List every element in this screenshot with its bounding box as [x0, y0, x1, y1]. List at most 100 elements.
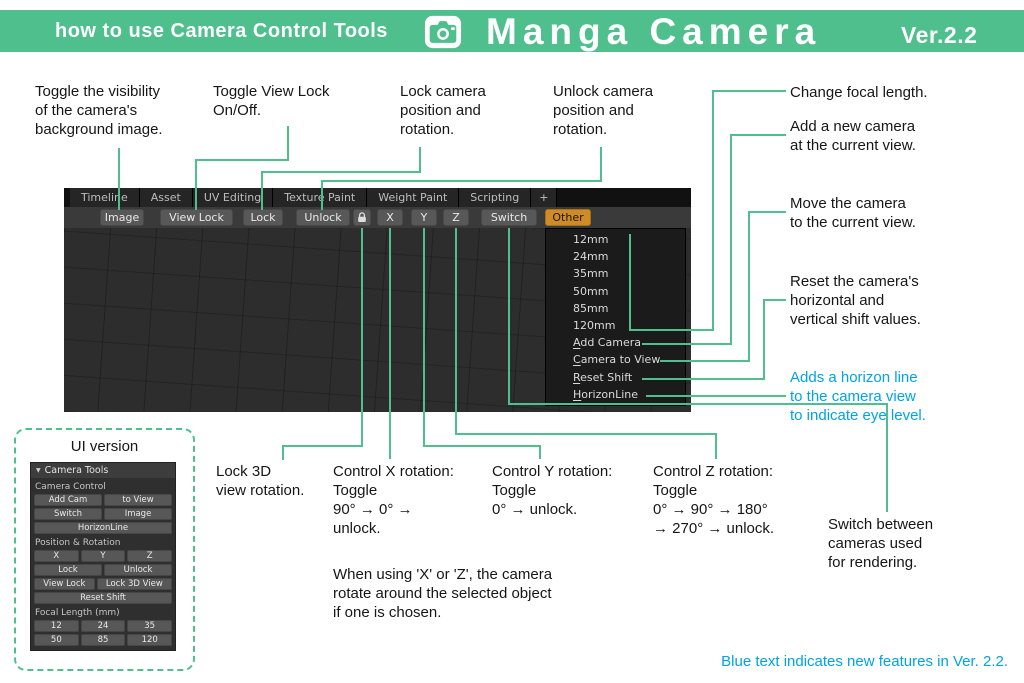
note-control-y: Control Y rotation: Toggle 0° → unlock.: [492, 463, 613, 518]
menu-item-label: 120mm: [573, 318, 616, 332]
lock-button[interactable]: Lock: [243, 209, 283, 226]
menu-item-reset-shift[interactable]: Reset Shift: [546, 369, 685, 386]
view-lock-button[interactable]: View Lock: [160, 209, 233, 226]
panel-header[interactable]: ▼ Camera Tools: [31, 463, 175, 478]
panel-y-button[interactable]: Y: [80, 550, 126, 562]
panel-lock-button[interactable]: Lock: [34, 564, 102, 576]
note-toggle-bg-image: Toggle the visibility of the camera's ba…: [35, 83, 163, 138]
menu-item-label: 35mm: [573, 267, 609, 281]
panel-row: Reset Shift: [34, 592, 172, 604]
tab-texture-paint[interactable]: Texture Paint: [273, 188, 368, 207]
y-rotation-button[interactable]: Y: [411, 209, 437, 226]
note-move-camera: Move the camera to the current view.: [790, 195, 916, 231]
panel-row: HorizonLine: [34, 522, 172, 534]
note-switch-cameras: Switch between cameras used for renderin…: [828, 516, 934, 571]
note-control-x: Control X rotation: Toggle 90° → 0° → un…: [333, 463, 454, 537]
camera-icon-graphic: [424, 15, 462, 49]
panel-horizonline-button[interactable]: HorizonLine: [34, 522, 172, 534]
panel-title: Camera Tools: [44, 465, 109, 476]
tab-add[interactable]: +: [531, 188, 558, 207]
lock-icon: [358, 212, 366, 222]
panel-row: 50 85 120: [34, 634, 173, 646]
app-title: Manga Camera: [486, 11, 822, 52]
unlock-button[interactable]: Unlock: [296, 209, 350, 226]
panel-image-button[interactable]: Image: [104, 508, 172, 520]
panel-lock-3d-view-button[interactable]: Lock 3D View: [96, 578, 172, 590]
tab-asset[interactable]: Asset: [139, 188, 193, 207]
panel-unlock-button[interactable]: Unlock: [104, 564, 172, 576]
chevron-down-icon: ▼: [36, 467, 41, 474]
section-label-camera-control: Camera Control: [35, 482, 106, 492]
menu-item-label: 85mm: [573, 301, 609, 315]
menu-item-camera-to-view[interactable]: Camera to View: [546, 351, 685, 368]
ui-version-title: UI version: [70, 438, 139, 455]
menu-item-label: 50mm: [573, 284, 609, 298]
panel-row: Switch Image: [34, 508, 172, 520]
panel-50mm-button[interactable]: 50: [34, 634, 79, 646]
menu-item-add-camera[interactable]: Add Camera: [546, 334, 685, 351]
panel-24mm-button[interactable]: 24: [80, 620, 126, 632]
panel-35mm-button[interactable]: 35: [127, 620, 173, 632]
menu-item-label: 12mm: [573, 233, 609, 246]
note-toggle-view-lock: Toggle View Lock On/Off.: [213, 83, 330, 119]
note-xz-behavior: When using 'X' or 'Z', the camera rotate…: [333, 566, 553, 621]
z-rotation-button[interactable]: Z: [443, 209, 469, 226]
panel-12mm-button[interactable]: 12: [34, 620, 79, 632]
menu-item-accel: C: [573, 353, 581, 367]
panel-row: Add Cam to View: [34, 494, 172, 506]
tab-scripting[interactable]: Scripting: [459, 188, 532, 207]
x-rotation-button[interactable]: X: [377, 209, 403, 226]
other-menu-button[interactable]: Other: [545, 209, 591, 226]
footer-note: Blue text indicates new features in Ver.…: [721, 653, 1008, 670]
menu-item-label: orizonLine: [581, 387, 638, 401]
panel-z-button[interactable]: Z: [127, 550, 173, 562]
panel-85mm-button[interactable]: 85: [80, 634, 126, 646]
panel-switch-button[interactable]: Switch: [34, 508, 102, 520]
panel-120mm-button[interactable]: 120: [127, 634, 173, 646]
camera-tools-panel: ▼ Camera Tools Camera Control Add Cam to…: [30, 462, 176, 651]
note-reset-shift: Reset the camera's horizontal and vertic…: [790, 273, 921, 328]
other-dropdown-menu: 12mm 24mm 35mm 50mm 85mm 120mm Add Camer…: [545, 228, 686, 406]
menu-item-label: 24mm: [573, 250, 609, 264]
note-lock-3d: Lock 3D view rotation.: [216, 463, 305, 499]
menu-item-120mm[interactable]: 120mm: [546, 317, 685, 334]
panel-row: 12 24 35: [34, 620, 173, 632]
panel-row: Lock Unlock: [34, 564, 172, 576]
section-label-position-rotation: Position & Rotation: [35, 538, 121, 548]
section-label-focal-length: Focal Length (mm): [35, 608, 120, 618]
workspace-tabbar: Timeline Asset UV Editing Texture Paint …: [64, 188, 691, 207]
menu-item-label: eset Shift: [580, 370, 633, 384]
menu-item-35mm[interactable]: 35mm: [546, 265, 685, 282]
note-add-camera: Add a new camera at the current view.: [790, 118, 916, 154]
tab-weight-paint[interactable]: Weight Paint: [367, 188, 460, 207]
menu-item-12mm[interactable]: 12mm: [546, 231, 685, 248]
ui-version-box: UI version ▼ Camera Tools Camera Control…: [14, 428, 195, 671]
switch-button[interactable]: Switch: [481, 209, 537, 226]
note-control-z: Control Z rotation: Toggle 0° → 90° → 18…: [653, 463, 775, 537]
note-unlock-camera: Unlock camera position and rotation.: [553, 83, 654, 138]
menu-item-horizonline[interactable]: HorizonLine: [546, 386, 685, 403]
blender-screenshot: Timeline Asset UV Editing Texture Paint …: [64, 188, 691, 412]
image-button[interactable]: Image: [100, 209, 144, 226]
note-change-focal: Change focal length.: [790, 84, 928, 101]
panel-x-button[interactable]: X: [34, 550, 79, 562]
menu-item-85mm[interactable]: 85mm: [546, 300, 685, 317]
header-subtitle: how to use Camera Control Tools: [55, 20, 388, 42]
menu-item-50mm[interactable]: 50mm: [546, 283, 685, 300]
panel-add-cam-button[interactable]: Add Cam: [34, 494, 102, 506]
note-horizon-line: Adds a horizon line to the camera view t…: [790, 369, 926, 424]
menu-item-label: amera to View: [580, 353, 661, 367]
panel-row: X Y Z: [34, 550, 173, 562]
panel-to-view-button[interactable]: to View: [104, 494, 172, 506]
title-bar: how to use Camera Control Tools Manga Ca…: [0, 10, 1024, 52]
panel-view-lock-button[interactable]: View Lock: [34, 578, 95, 590]
note-lock-camera: Lock camera position and rotation.: [400, 83, 486, 138]
tab-uv-editing[interactable]: UV Editing: [192, 188, 274, 207]
tab-timeline[interactable]: Timeline: [70, 188, 140, 207]
menu-item-24mm[interactable]: 24mm: [546, 248, 685, 265]
panel-row: View Lock Lock 3D View: [34, 578, 172, 590]
panel-reset-shift-button[interactable]: Reset Shift: [34, 592, 172, 604]
version-label: Ver.2.2: [901, 22, 978, 48]
lock-3d-view-button[interactable]: [353, 209, 371, 226]
